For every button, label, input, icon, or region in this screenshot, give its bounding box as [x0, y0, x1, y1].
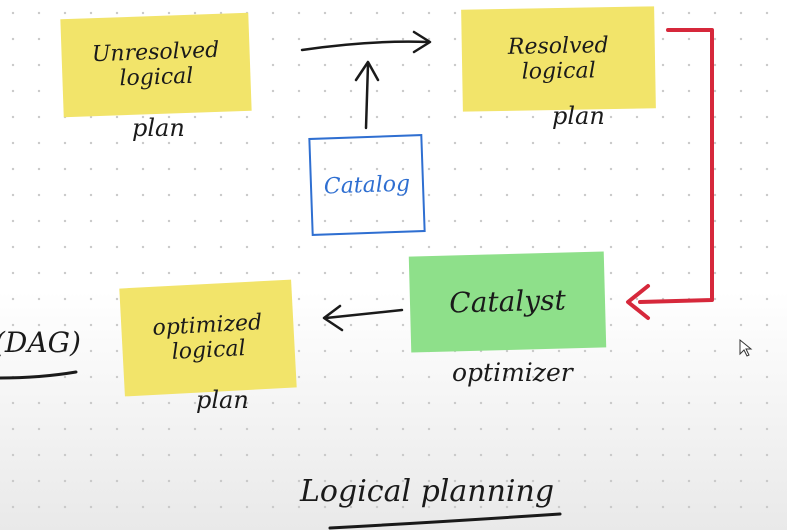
mouse-pointer-icon [739, 338, 753, 357]
arrowhead-resolved-to-catalyst [626, 284, 650, 320]
arrowhead-unresolved-to-resolved [412, 30, 432, 54]
arrowhead-catalog-up [354, 60, 380, 82]
logical-planning-title: Logical planning [300, 474, 555, 509]
unresolved-plan-caption: plan [132, 114, 185, 142]
arrow-resolved-to-catalyst [638, 28, 714, 304]
catalyst-caption: optimizer [452, 358, 573, 387]
optimized-plan-caption: plan [196, 386, 249, 414]
logical-planning-underline [328, 512, 562, 530]
arrowhead-catalyst-to-optimized [322, 304, 344, 332]
resolved-plan-caption: plan [552, 102, 605, 130]
arrow-catalyst-to-optimized [324, 308, 404, 320]
arrow-catalog-up [364, 62, 370, 130]
dag-label: (DAG) [0, 326, 81, 359]
arrow-unresolved-to-resolved [300, 40, 430, 52]
dag-underline [0, 370, 78, 380]
